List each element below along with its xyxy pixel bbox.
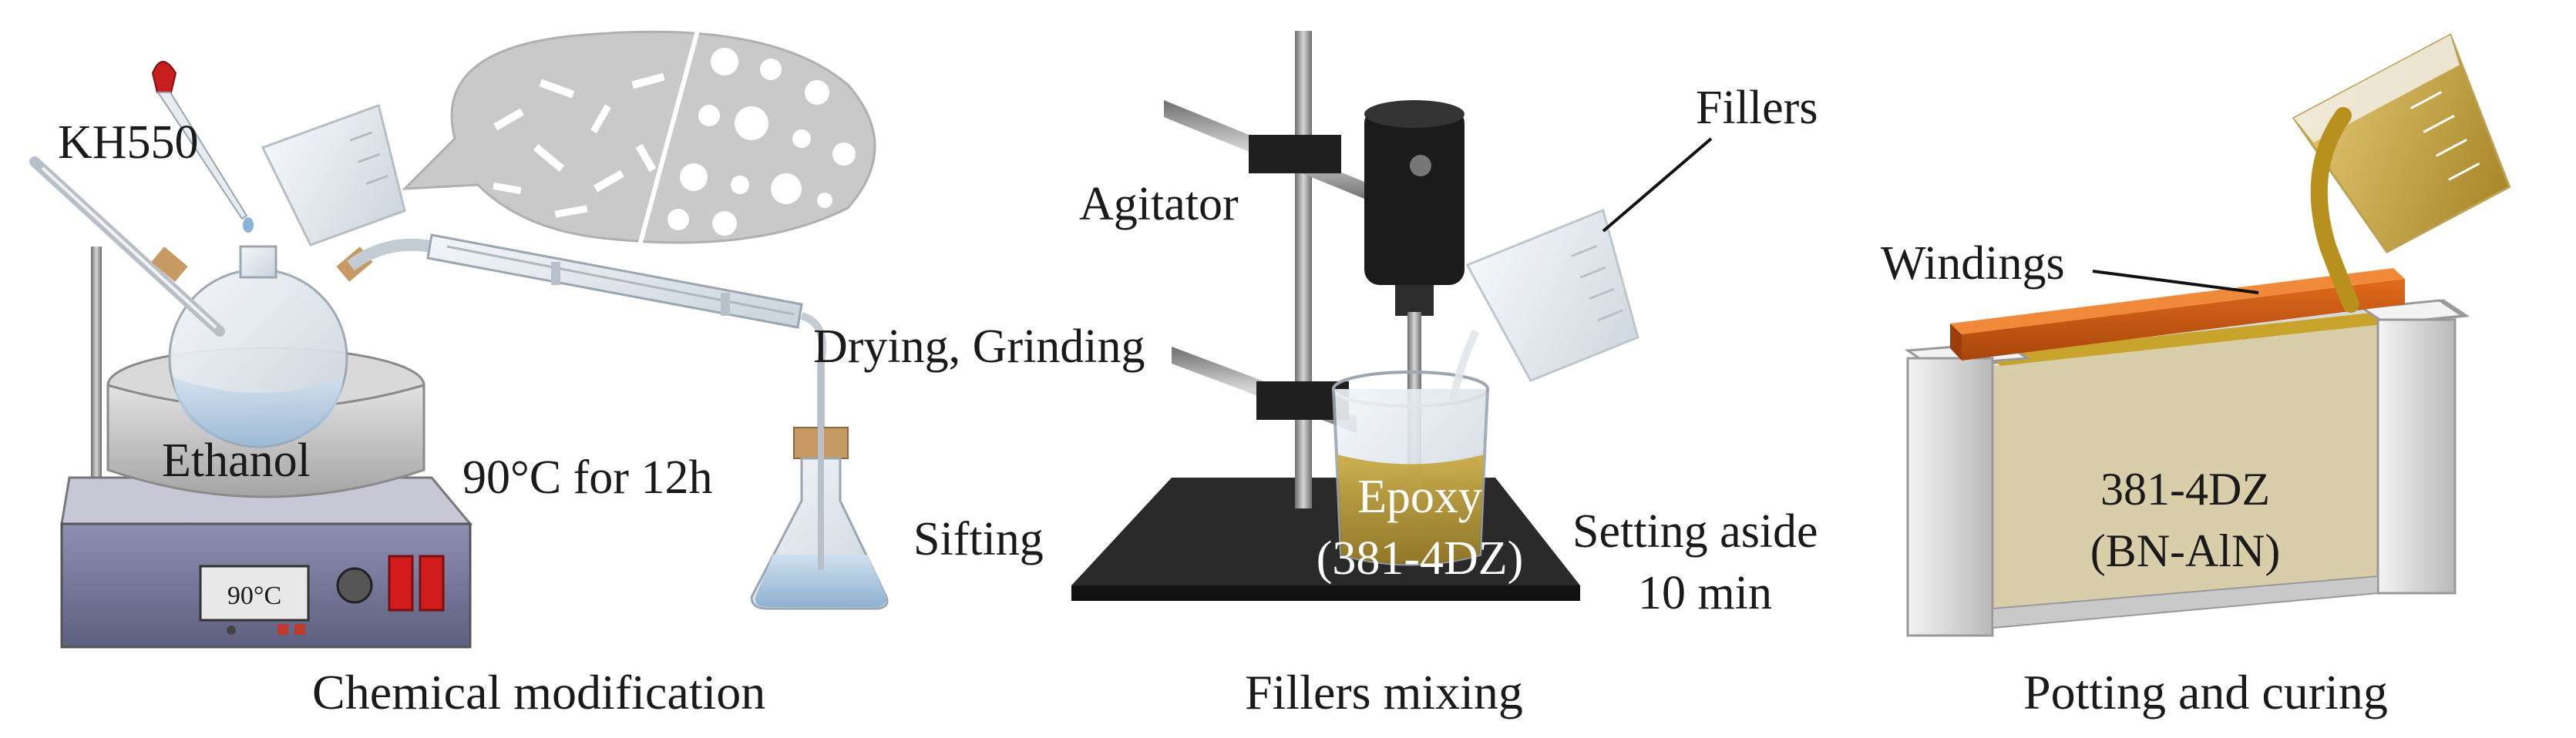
setting-label-1: Setting aside <box>1572 505 1818 558</box>
chemical-modification-panel: 90°C <box>29 30 1145 720</box>
fillers-mixing-panel: Agitator Fillers Sifting Epoxy (381-4DZ)… <box>913 31 1818 720</box>
mold-label-1: 381-4DZ <box>2100 464 2270 515</box>
dropper-bulb <box>151 61 177 93</box>
potting-caption: Potting and curing <box>2023 665 2388 720</box>
agitator-top <box>1364 100 1465 128</box>
setting-label-2: 10 min <box>1638 567 1772 619</box>
flask-liquid <box>173 377 343 447</box>
resin-stream <box>2310 107 2359 313</box>
display-reading: 90°C <box>227 582 281 610</box>
agitator-label: Agitator <box>1079 178 1239 230</box>
pouring-beaker-1 <box>261 103 406 247</box>
mold-left-wall <box>1906 357 1994 637</box>
left-stopper <box>151 247 188 282</box>
stand-pole <box>1295 31 1312 508</box>
windings-leader <box>2092 270 2259 294</box>
bubble-divider <box>637 30 700 246</box>
agitator-motor <box>1364 108 1465 285</box>
filler-stream <box>1449 329 1480 401</box>
mixing-caption: Fillers mixing <box>1245 665 1523 720</box>
connector-tube <box>347 238 433 271</box>
temperature-display <box>199 565 310 622</box>
mold-right-wall <box>2376 318 2457 595</box>
condenser-outlet <box>800 312 827 431</box>
reagent-label: KH550 <box>58 116 199 169</box>
fillers-label: Fillers <box>1696 82 1818 134</box>
agitator-knob[interactable] <box>1410 155 1431 176</box>
switch-left[interactable] <box>388 555 414 612</box>
mold-bottom <box>1992 575 2379 629</box>
condition-label: 90°C for 12h <box>462 451 712 504</box>
windings-top <box>1950 268 2405 334</box>
condenser <box>426 233 803 329</box>
flake-particles <box>493 72 665 218</box>
upper-clamp <box>1249 135 1341 173</box>
windings-bar <box>1962 279 2405 361</box>
stand-rod <box>91 247 102 501</box>
potting-fill <box>1989 324 2378 616</box>
minus-button[interactable] <box>277 624 288 635</box>
sphere-particles <box>668 48 856 236</box>
solvent-label: Ethanol <box>162 434 311 487</box>
switch-right[interactable] <box>419 555 445 612</box>
epoxy-liquid <box>1337 455 1484 565</box>
pouring-beaker-2 <box>1465 208 1639 383</box>
windings-end <box>1950 324 1962 361</box>
potting-curing-panel: Windings 381-4DZ (BN-AlN) Potting and cu… <box>1881 33 2511 720</box>
drop <box>243 217 254 233</box>
dropper-tip <box>156 92 248 220</box>
plus-button[interactable] <box>294 624 305 635</box>
epoxy-label-1: Epoxy <box>1357 471 1482 523</box>
sifting-label: Sifting <box>913 513 1044 565</box>
condenser-port-2 <box>721 293 730 316</box>
mold-label-2: (BN-AlN) <box>2090 525 2281 576</box>
flask-center-neck <box>239 245 277 279</box>
agitator-chuck <box>1395 285 1434 316</box>
condenser-port-1 <box>551 262 560 285</box>
drying-label: Drying, Grinding <box>813 320 1145 373</box>
control-knob[interactable] <box>336 567 373 604</box>
erlenmeyer-liquid <box>755 555 886 607</box>
chemical-caption: Chemical modification <box>312 665 765 720</box>
particle-bubble <box>402 30 876 244</box>
fill-rim <box>1989 312 2389 366</box>
fillers-leader <box>1602 137 1713 233</box>
condenser-inner <box>446 245 795 316</box>
stand-base-edge <box>1071 585 1580 601</box>
windings-label: Windings <box>1881 237 2065 290</box>
epoxy-label-2: (381-4DZ) <box>1317 532 1524 585</box>
power-indicator <box>227 626 236 635</box>
thermometer-core <box>41 166 217 329</box>
